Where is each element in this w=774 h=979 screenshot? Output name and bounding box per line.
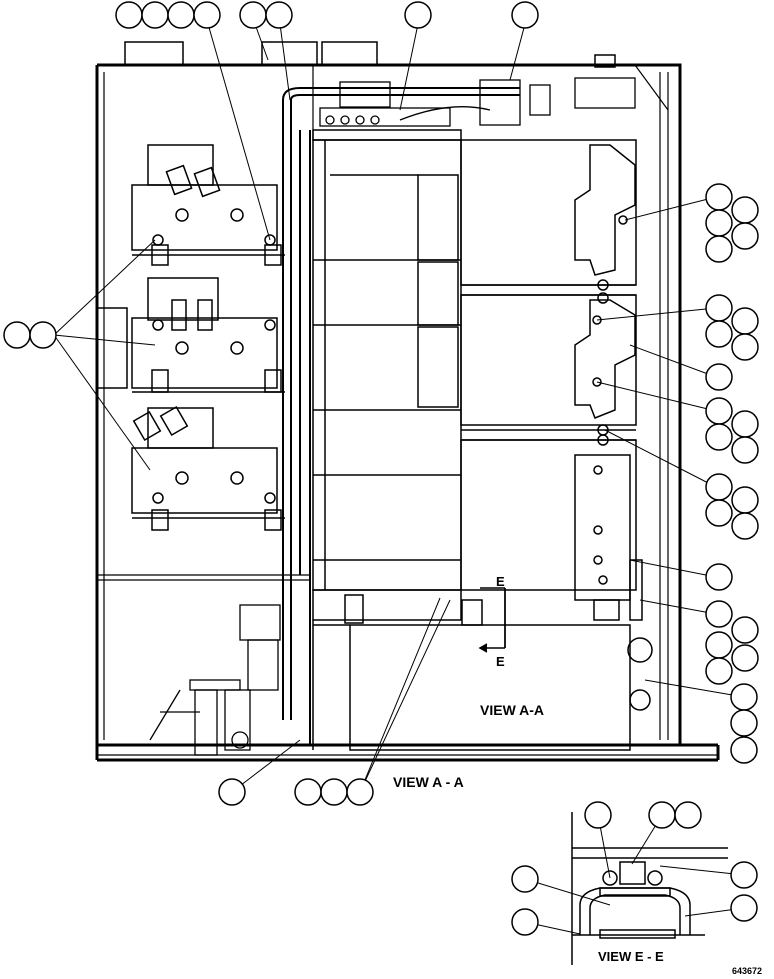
balloon-2: [141, 1, 169, 29]
section-cut-marks: [478, 587, 506, 653]
balloon-24: [731, 436, 759, 464]
view-inner-label: VIEW A-A: [480, 702, 544, 718]
leader-lines: [53, 23, 745, 935]
balloon-11: [705, 183, 733, 211]
balloon-3: [167, 1, 195, 29]
balloon-40: [320, 778, 348, 806]
contactor-assembly-bottom: [131, 405, 285, 531]
balloon-35: [730, 683, 758, 711]
top-harness: [319, 77, 636, 127]
balloon-1: [115, 1, 143, 29]
balloon-45: [730, 861, 758, 889]
bottom-lower-assembly: [312, 588, 631, 751]
balloon-7: [404, 1, 432, 29]
balloon-43: [648, 801, 676, 829]
balloon-39: [294, 778, 322, 806]
callout-balloons: [3, 1, 759, 936]
balloon-44: [674, 801, 702, 829]
balloon-28: [731, 512, 759, 540]
bottom-left-hardware: [149, 604, 281, 756]
top-lifting-tabs: [124, 41, 616, 68]
balloon-22: [731, 410, 759, 438]
balloon-10: [29, 321, 57, 349]
contactor-assembly-top: [131, 144, 285, 266]
detail-view-e-e: [571, 812, 728, 965]
balloon-14: [731, 222, 759, 250]
balloon-23: [705, 423, 733, 451]
balloon-27: [705, 499, 733, 527]
balloon-4: [193, 1, 221, 29]
balloon-18: [705, 320, 733, 348]
balloon-38: [218, 778, 246, 806]
capacitor-stack: [312, 129, 462, 591]
balloon-30: [705, 600, 733, 628]
balloon-6: [265, 1, 293, 29]
balloon-31: [731, 616, 759, 644]
balloon-8: [511, 1, 539, 29]
view-detail-label: VIEW E - E: [598, 949, 664, 964]
balloon-9: [3, 321, 31, 349]
contactor-assembly-middle: [96, 277, 285, 393]
balloon-26: [731, 486, 759, 514]
balloon-34: [705, 657, 733, 685]
balloon-36: [730, 709, 758, 737]
balloon-16: [705, 294, 733, 322]
section-label-top: E: [496, 574, 505, 589]
view-main-label: VIEW A - A: [393, 774, 464, 790]
balloon-42: [584, 801, 612, 829]
balloon-41: [346, 778, 374, 806]
balloon-13: [705, 209, 733, 237]
balloon-48: [511, 908, 539, 936]
balloon-5: [239, 1, 267, 29]
balloon-32: [705, 631, 733, 659]
balloon-20: [705, 363, 733, 391]
cabinet-outline: [95, 63, 720, 762]
balloon-47: [511, 865, 539, 893]
balloon-25: [705, 473, 733, 501]
balloon-46: [730, 894, 758, 922]
balloon-19: [731, 333, 759, 361]
drawing-number: 643672: [732, 966, 762, 976]
balloon-37: [730, 736, 758, 764]
balloon-29: [705, 563, 733, 591]
balloon-15: [705, 235, 733, 263]
balloon-33: [731, 644, 759, 672]
vertical-bus-bars: [282, 87, 520, 745]
balloon-17: [731, 307, 759, 335]
balloon-21: [705, 397, 733, 425]
right-panel: [460, 139, 653, 711]
balloon-12: [731, 196, 759, 224]
section-label-bottom: E: [496, 654, 505, 669]
